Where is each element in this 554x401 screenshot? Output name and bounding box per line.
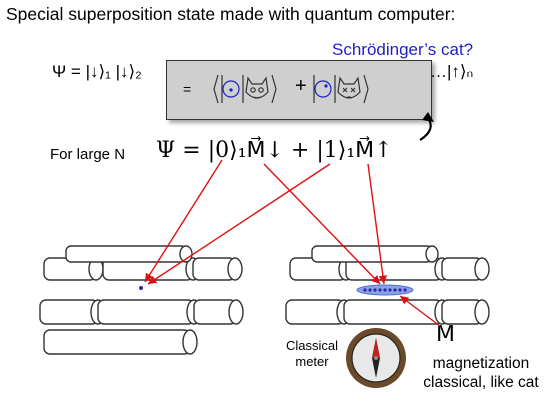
page-title: Special superposition state made with qu… <box>6 4 456 24</box>
superposition-box: = + <box>166 60 432 120</box>
schrodinger-cat-label: Schrödinger’s cat? <box>332 40 474 59</box>
magnetization-label: magnetization classical, like cat <box>423 355 539 391</box>
large-n-label: For large N <box>50 146 126 163</box>
box-plus-sign: + <box>295 75 307 97</box>
single-spin-dot <box>139 286 143 290</box>
box-ket-down <box>213 74 244 104</box>
large-n-equation: Ψ = |0⟩₁M⃗↓ + |1⟩₁M⃗↑ <box>156 138 393 163</box>
compass-icon <box>346 328 406 388</box>
left-cylinder-stack <box>39 245 244 355</box>
cat-face-icon <box>337 74 369 104</box>
curved-arrow <box>419 117 432 141</box>
curved-arrow-head <box>422 112 434 122</box>
classical-meter-label: Classical meter <box>285 338 338 369</box>
box-equals-sign: = <box>183 81 192 97</box>
psi-state-right: …|↑⟩ₙ <box>430 62 474 81</box>
spin-dots <box>363 288 407 292</box>
box-ket-up <box>313 75 336 103</box>
cat-face-icon <box>245 74 277 104</box>
psi-state-left: Ψ = |↓⟩₁ |↓⟩₂ <box>52 62 142 81</box>
m-vector-symbol: M⃗ <box>436 322 455 347</box>
red-arrows <box>144 159 441 327</box>
